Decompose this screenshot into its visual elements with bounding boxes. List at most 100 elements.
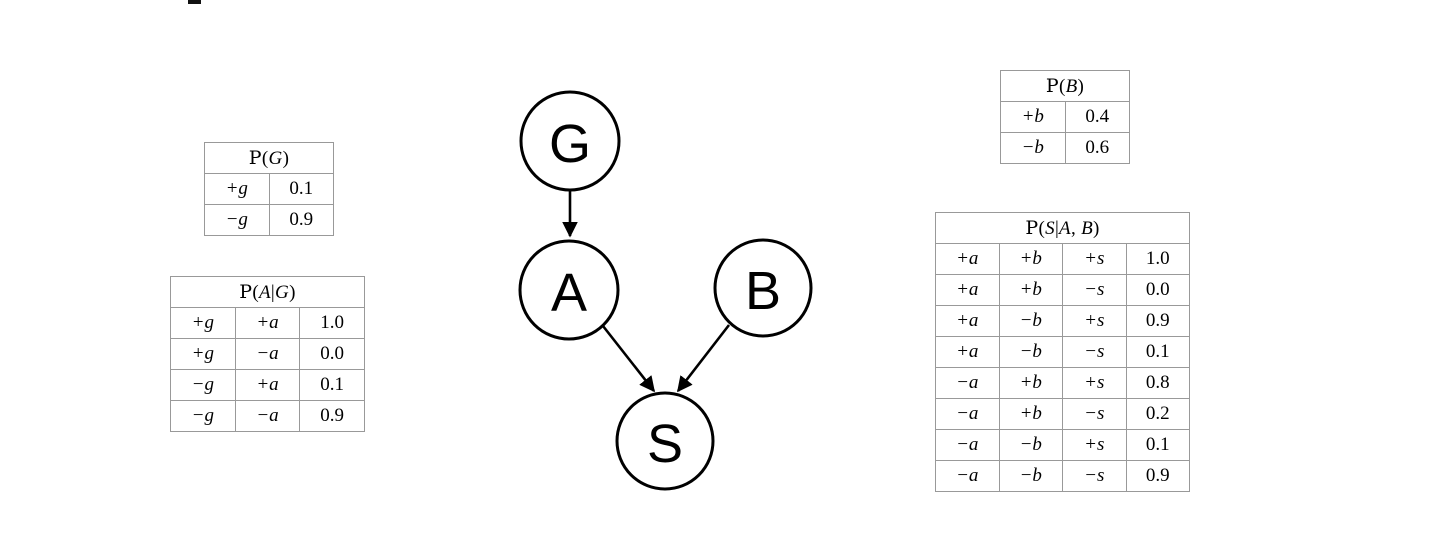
paren-close: ) [282,147,290,169]
paren-open: ( [1058,75,1066,97]
probability-cell: 1.0 [299,307,365,339]
parent-a-cell: +a [935,305,1000,337]
header-variable: B [1065,75,1078,97]
conditional-bar: | [270,281,276,303]
parent-cell: +g [170,307,236,339]
prob-symbol: P [239,280,253,303]
prob-symbol: P [248,146,262,169]
node-g[interactable]: G [519,90,621,192]
parent-cell: −g [170,400,236,432]
paren-close: ) [1092,217,1100,239]
cpt-header-p-g: P(G) [204,142,334,174]
probability-cell: 0.6 [1064,132,1130,164]
header-variable: G [268,147,283,169]
table-row: +a +b +s 1.0 [935,243,1190,275]
assignment-cell: −s [1062,460,1127,492]
paren-open: ( [1038,217,1046,239]
assignment-cell: −g [204,204,270,236]
parent-b-cell: +b [998,243,1063,275]
assignment-cell: +s [1062,367,1127,399]
node-b[interactable]: B [713,238,813,338]
parent-cell: −g [170,369,236,401]
node-a[interactable]: A [518,239,620,341]
cpt-table-p-g: P(G) +g 0.1 −g 0.9 [204,142,334,236]
parent-b-cell: +b [998,274,1063,306]
table-row: +a −b +s 0.9 [935,305,1190,337]
cpt-table-p-s-given-a-b: P(S|A, B) +a +b +s 1.0 +a +b −s 0.0 +a −… [935,212,1190,492]
assignment-cell: −s [1062,336,1127,368]
table-row: +b 0.4 [1000,101,1130,133]
node-s-label: S [647,414,683,474]
assignment-cell: −a [234,400,301,432]
probability-cell: 0.4 [1064,101,1130,133]
node-g-circle [519,90,621,192]
node-b-label: B [745,261,781,321]
table-row: +a −b −s 0.1 [935,336,1190,368]
parent-a-cell: +a [935,243,1000,275]
header-parent-b: B [1081,217,1093,239]
parent-b-cell: −b [998,336,1063,368]
parent-b-cell: −b [998,305,1063,337]
table-header-row: P(A|G) [170,276,365,308]
conditional-bar: | [1054,217,1060,239]
node-a-label: A [551,263,587,323]
table-row: +g +a 1.0 [170,307,365,339]
probability-cell: 0.1 [1125,429,1190,461]
parent-b-cell: −b [998,460,1063,492]
probability-cell: 0.9 [299,400,365,432]
probability-cell: 1.0 [1125,243,1190,275]
cpt-table-p-b: P(B) +b 0.4 −b 0.6 [1000,70,1130,164]
parent-a-cell: −a [935,429,1000,461]
parent-b-cell: +b [998,398,1063,430]
parent-a-cell: +a [935,274,1000,306]
table-row: −a −b +s 0.1 [935,429,1190,461]
comma: , [1070,217,1082,239]
parent-a-cell: −a [935,367,1000,399]
table-header-row: P(B) [1000,70,1130,102]
assignment-cell: +s [1062,243,1127,275]
assignment-cell: +g [204,173,270,205]
probability-cell: 0.9 [268,204,334,236]
assignment-cell: +b [1000,101,1066,133]
parent-b-cell: −b [998,429,1063,461]
probability-cell: 0.8 [1125,367,1190,399]
probability-cell: 0.9 [1125,460,1190,492]
node-b-circle [713,238,813,338]
table-row: +g −a 0.0 [170,338,365,370]
assignment-cell: −b [1000,132,1066,164]
header-parent: G [275,281,290,303]
cpt-header-p-b: P(B) [1000,70,1130,102]
node-a-circle [518,239,620,341]
table-row: −g 0.9 [204,204,334,236]
node-s[interactable]: S [615,391,715,491]
cpt-header-p-a-given-g: P(A|G) [170,276,365,308]
assignment-cell: −a [234,338,301,370]
paren-open: ( [261,147,269,169]
assignment-cell: +s [1062,429,1127,461]
table-row: −g +a 0.1 [170,369,365,401]
table-row: −b 0.6 [1000,132,1130,164]
prob-symbol: P [1045,74,1059,97]
table-row: −a −b −s 0.9 [935,460,1190,492]
probability-cell: 0.2 [1125,398,1190,430]
paren-close: ) [289,281,296,303]
paren-open: ( [252,281,260,303]
probability-cell: 0.9 [1125,305,1190,337]
assignment-cell: +a [234,307,301,339]
edge-b-to-s [676,324,731,393]
table-row: +a +b −s 0.0 [935,274,1190,306]
probability-cell: 0.0 [299,338,365,370]
node-s-circle [615,391,715,491]
assignment-cell: −s [1062,274,1127,306]
parent-a-cell: −a [935,398,1000,430]
table-row: −g −a 0.9 [170,400,365,432]
header-variable: A [259,281,271,303]
table-header-row: P(G) [204,142,334,174]
cpt-header-p-s-given-a-b: P(S|A, B) [935,212,1190,244]
header-variable: S [1045,217,1055,239]
header-parent-a: A [1059,217,1071,239]
edge-a-to-s [601,325,656,393]
assignment-cell: +s [1062,305,1127,337]
